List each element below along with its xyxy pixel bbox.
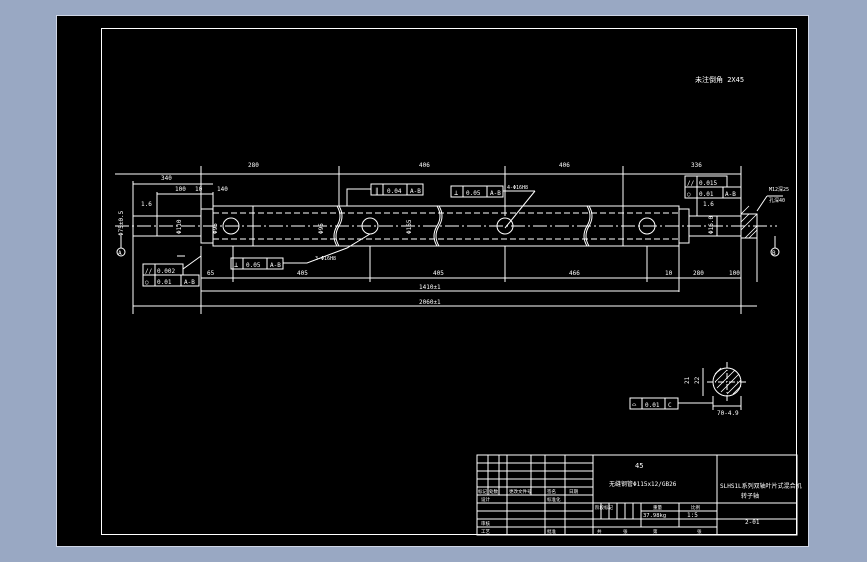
sheet-no-unit: 张 [697,528,702,535]
gdt-sym-left-1: // [145,268,153,275]
datum-b: B [772,250,776,257]
drawing-sheet: 未注倒角 2X45 [56,15,809,547]
gdt-sym-3: ⊥ [234,261,238,269]
leader-label-1: 4-Φ16H8 [507,185,528,191]
gdt-val-section: 0.01 [645,402,660,409]
callout-right [684,175,783,216]
dim-body-3: Φ165 [406,219,413,234]
gdt-datum-right-2: A-B [725,191,736,198]
dim-bottom-6: 280 [693,270,704,277]
dim-upper-left-4: 140 [217,186,228,193]
gdt-sym-1: ∥ [375,187,379,195]
dim-overall-1: 1410±1 [419,284,441,291]
gdt-val-left-2: 0.01 [157,279,172,286]
gdt-val-right-2: 0.01 [699,191,714,198]
dim-right-dia: Φ16.0 [708,216,715,234]
scale-value: 1:5 [687,512,698,519]
gdt-datum-1: A-B [410,188,421,195]
weight-value: 37.98kg [643,513,666,519]
callout-upper-mid [346,183,424,206]
dim-upper-left-3: 10 [195,186,203,193]
sheet-no-label: 第 [653,528,658,535]
th-mark: 标记 [478,488,487,495]
tech-note: 未注倒角 2X45 [695,75,744,84]
drawing-frame [101,28,797,535]
top-dimensions [115,166,742,216]
callout-upper-mid2 [450,185,536,229]
dim-right-hole: 孔深40 [769,197,785,204]
part-name: 转子轴 [741,492,759,500]
section-dim-2: 22 [694,376,701,384]
sheet-total-label: 共 [597,528,602,535]
dim-bottom-2: 405 [297,270,308,277]
dim-bottom-7: 100 [729,270,740,277]
th-count: 处数 [489,488,498,495]
dim-top-1: 280 [248,162,259,169]
section-dim-1: 21 [684,376,691,384]
dim-body-2: Φ95 [318,223,325,234]
dim-upper-left-2: 100 [175,186,186,193]
dim-top-3: 406 [559,162,570,169]
shaft-outline [132,205,758,247]
gdt-val-3: 0.05 [246,262,261,269]
dim-top-4: 336 [691,162,702,169]
dim-bottom-5: 10 [665,270,673,277]
dim-top-2: 406 [419,162,430,169]
callout-lower-mid [230,233,371,270]
section-view [629,362,747,410]
material-grade: 45 [635,462,643,470]
dim-bottom-1: 65 [207,270,215,277]
surface-roughness-left: 1.6 [141,201,152,208]
sheet-total-unit: 张 [623,528,628,535]
dim-bottom-3: 405 [433,270,444,277]
gdt-datum-2: A-B [490,190,501,197]
dim-left-stub: Φ110 [176,219,183,234]
th-stage: 阶段标记 [595,504,613,511]
drawing-number: 2-01 [745,519,760,526]
row-approve: 批准 [547,528,556,535]
row-process: 工艺 [481,529,490,535]
dim-right-thread: M12深25 [769,186,789,193]
row-standard: 标准化 [547,496,561,503]
gdt-datum-section: C [668,402,672,409]
gdt-sym-2: ⊥ [454,189,458,197]
dim-overall-2: 2060±1 [419,299,441,306]
material-spec: 无缝钢管Φ115x12/GB26 [609,480,677,488]
gdt-val-1: 0.04 [387,188,402,195]
datum-markers [116,236,780,257]
th-signature: 签名 [547,488,556,495]
dim-bottom-4: 466 [569,270,580,277]
dim-upper-left-1: 340 [161,175,172,182]
th-weight: 重量 [653,504,662,511]
row-design: 设计 [481,496,490,503]
gdt-sym-section: ⌓ [632,401,637,409]
product-name: SLHS1L系列双轴叶片式混合机 [720,482,802,490]
section-dim-3: 70-4.9 [717,410,739,417]
gdt-sym-right-1: // [687,180,695,187]
gdt-val-2: 0.05 [466,190,481,197]
th-date: 日期 [569,489,578,495]
gdt-sym-right-2: ○ [687,191,691,198]
bottom-dimensions [132,236,758,314]
surface-roughness-right: 1.6 [703,201,714,208]
th-change-doc: 更改文件号 [509,488,532,495]
title-block [476,454,798,536]
callout-left [142,255,202,287]
dim-left-end: Φ75±0.5 [118,210,125,236]
gdt-datum-3: A-B [270,262,281,269]
row-review: 审核 [481,520,490,527]
dim-body-1: Φ95 [212,223,219,234]
gdt-val-right-1: 0.015 [699,180,717,187]
gdt-sym-left-2: ○ [145,279,149,286]
datum-a: A [118,250,122,257]
gdt-datum-left-2: A-B [184,279,195,286]
gdt-val-left-1: 0.002 [157,268,175,275]
leader-label-2: 3-Φ16H8 [315,256,336,262]
shaft-drawing: 未注倒角 2X45 [115,75,802,536]
th-scale: 比例 [691,504,700,511]
